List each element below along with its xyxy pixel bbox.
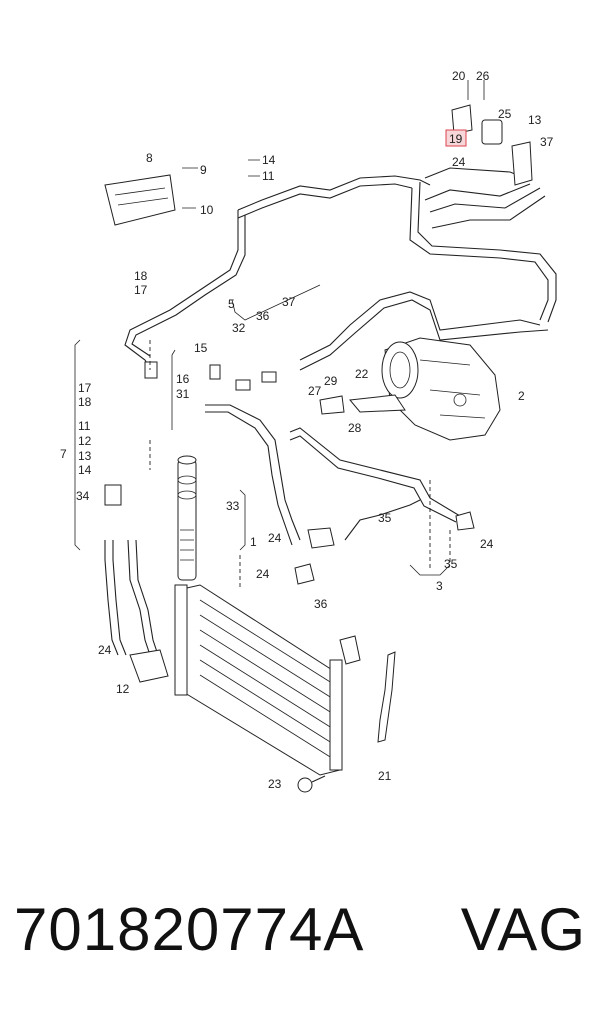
callout-24-left: 24: [98, 643, 112, 657]
callout-23: 23: [268, 777, 282, 791]
footer: 701820774A VAG: [0, 895, 600, 985]
callout-35-low: 35: [444, 557, 458, 571]
callout-17-top: 17: [134, 283, 148, 297]
connectors: [104, 361, 475, 683]
callout-9: 9: [200, 163, 207, 177]
callout-14-group: 14: [78, 463, 92, 477]
callout-labels: 20 26 25 13 19 37 24 8 9 10 14 11 18 17 …: [60, 69, 554, 791]
callout-31: 31: [176, 387, 190, 401]
callout-5: 5: [228, 297, 235, 311]
callout-18-group: 18: [78, 395, 92, 409]
callout-37-top: 37: [540, 135, 554, 149]
seal-strip-21: [377, 651, 396, 743]
callout-28: 28: [348, 421, 362, 435]
callout-36-top: 36: [256, 309, 270, 323]
callout-37-mid: 37: [282, 295, 296, 309]
callout-1: 1: [250, 535, 257, 549]
callout-14: 14: [262, 153, 276, 167]
leader-lines: [74, 80, 485, 590]
callout-15: 15: [194, 341, 208, 355]
callout-13-group: 13: [78, 449, 92, 463]
compressor: [381, 337, 501, 441]
bolt-23: [297, 775, 326, 793]
callout-22: 22: [355, 367, 369, 381]
callout-11-top: 11: [262, 169, 275, 183]
callout-24-right: 24: [480, 537, 494, 551]
callout-34: 34: [76, 489, 90, 503]
callout-11-group: 11: [78, 419, 91, 433]
callout-8: 8: [146, 151, 153, 165]
callout-27: 27: [308, 384, 322, 398]
callout-26: 26: [476, 69, 490, 83]
callout-29: 29: [324, 374, 338, 388]
condenser: [174, 584, 343, 776]
callout-10: 10: [200, 203, 214, 217]
callout-16: 16: [176, 372, 190, 386]
callout-35-mid: 35: [378, 511, 392, 525]
parts-diagram: 20 26 25 13 19 37 24 8 9 10 14 11 18 17 …: [60, 69, 557, 793]
callout-3: 3: [436, 579, 443, 593]
callout-13: 13: [528, 113, 542, 127]
callout-17-group: 17: [78, 381, 92, 395]
callout-36-low: 36: [314, 597, 328, 611]
callout-18-top: 18: [134, 269, 148, 283]
part-number: 701820774A: [14, 896, 365, 963]
callout-20: 20: [452, 69, 466, 83]
callout-19: 19: [449, 132, 463, 146]
callout-32: 32: [232, 321, 246, 335]
callout-12-group: 12: [78, 434, 92, 448]
callout-19-highlight: [445, 129, 467, 147]
callout-21: 21: [378, 769, 392, 783]
callout-24-low: 24: [256, 567, 270, 581]
callout-24-mid: 24: [268, 531, 282, 545]
bracket-8: [104, 174, 176, 226]
brand-name: VAG: [460, 896, 586, 963]
callout-24-top: 24: [452, 155, 466, 169]
callout-7: 7: [60, 447, 67, 461]
callout-25: 25: [498, 107, 512, 121]
refrigerant-lines: [104, 167, 557, 656]
pressure-sensor-group: [451, 104, 533, 186]
callout-2: 2: [518, 389, 525, 403]
callout-33: 33: [226, 499, 240, 513]
receiver-dryer: [177, 455, 197, 581]
callout-12-low: 12: [116, 682, 130, 696]
